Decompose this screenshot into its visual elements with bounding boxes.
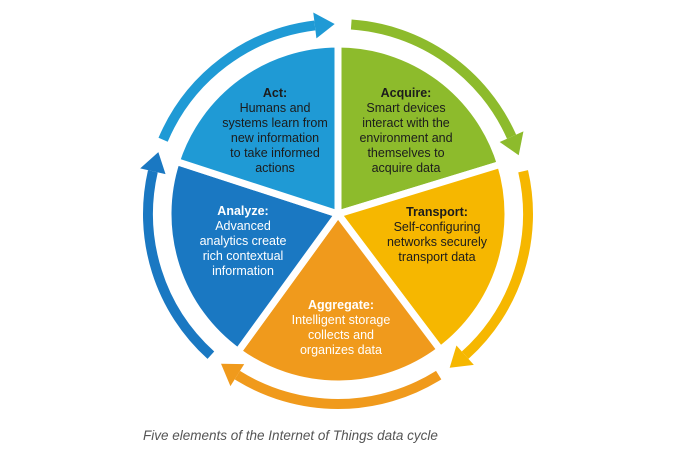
segment-aggregate <box>164 157 342 356</box>
segment-description-line: to take informed <box>230 146 320 160</box>
segment-description-line: interact with the <box>362 116 450 130</box>
segment-description-line: analytics create <box>199 234 287 248</box>
segment-description-line: information <box>212 264 274 278</box>
arrowhead-icon <box>499 131 524 156</box>
segment-description-line: acquire data <box>371 161 441 175</box>
arrowhead-icon <box>313 12 335 39</box>
segment-description-line: Humans and <box>239 101 311 115</box>
segment-description-line: new information <box>230 131 320 145</box>
segment-analyze <box>172 40 342 218</box>
segment-title: Analyze: <box>217 204 269 218</box>
segment-description-line: collects and <box>307 328 374 342</box>
cycle-arrow <box>350 19 517 139</box>
segment-description-line: systems learn from <box>222 116 328 130</box>
segment-description-line: transport data <box>398 250 476 264</box>
arrowhead-icon <box>221 363 245 387</box>
segment-transport <box>234 210 444 388</box>
segment-title: Transport: <box>406 205 468 219</box>
cycle-arrow <box>158 20 316 142</box>
segment-description-line: rich contextual <box>202 249 284 263</box>
segment-description-line: Self-configuring <box>393 220 481 234</box>
segment-act <box>334 40 505 218</box>
segment-description-line: actions <box>255 161 295 175</box>
arrowhead-icon <box>449 345 474 368</box>
segment-description-line: Smart devices <box>366 101 446 115</box>
segment-description-line: themselves to <box>367 146 445 160</box>
segment-description-line: networks securely <box>386 235 488 249</box>
cycle-arrow <box>461 170 533 359</box>
caption: Five elements of the Internet of Things … <box>143 428 438 443</box>
segment-description-line: Intelligent storage <box>291 313 391 327</box>
segment-title: Acquire: <box>380 86 432 100</box>
segment-description-line: Advanced <box>215 219 271 233</box>
cycle-arrow <box>143 170 215 359</box>
cycle-arrow <box>234 370 442 409</box>
arrowhead-icon <box>140 152 166 175</box>
segment-description-line: environment and <box>359 131 453 145</box>
segment-title: Aggregate: <box>308 298 374 312</box>
segment-title: Act: <box>262 86 288 100</box>
segment-acquire <box>334 160 512 354</box>
segment-description-line: organizes data <box>299 343 382 357</box>
